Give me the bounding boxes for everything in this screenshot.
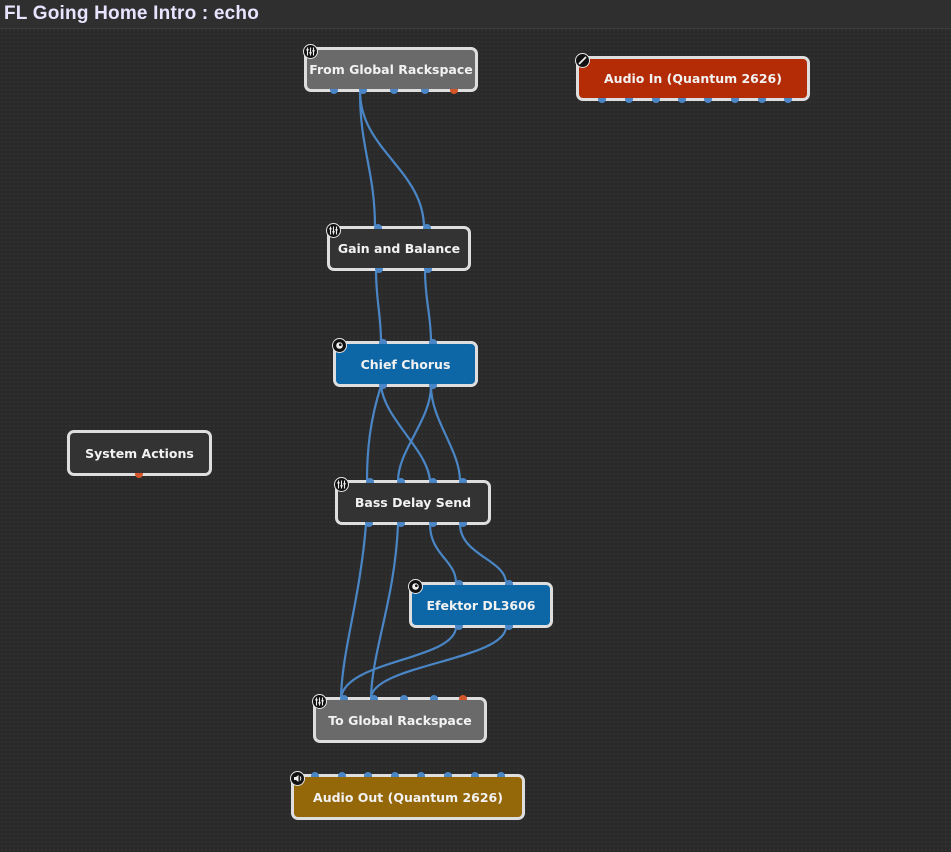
audio-input-port[interactable]: [400, 695, 408, 700]
audio-output-port[interactable]: [330, 89, 338, 94]
node-to-global-rackspace[interactable]: To Global Rackspace: [312, 694, 487, 743]
audio-output-port[interactable]: [421, 89, 429, 94]
node-audio-in[interactable]: Audio In (Quantum 2626): [575, 53, 810, 103]
audio-input-port[interactable]: [417, 772, 425, 777]
midi-output-port[interactable]: [450, 89, 458, 94]
audio-output-port[interactable]: [625, 98, 633, 103]
node-chief-chorus[interactable]: Chief Chorus: [332, 338, 478, 389]
audio-input-port[interactable]: [370, 695, 378, 700]
sliders-icon: [334, 477, 349, 492]
sliders-icon: [326, 223, 341, 238]
audio-input-port[interactable]: [497, 772, 505, 777]
node-label: To Global Rackspace: [328, 712, 472, 728]
wire[interactable]: [374, 269, 383, 343]
audio-input-port[interactable]: [459, 478, 467, 483]
wire[interactable]: [365, 385, 383, 482]
audio-output-port[interactable]: [784, 98, 792, 103]
node-label: From Global Rackspace: [309, 62, 473, 77]
node-label: Gain and Balance: [337, 241, 461, 256]
audio-output-port[interactable]: [505, 625, 513, 630]
node-system-actions[interactable]: System Actions: [67, 430, 212, 478]
audio-output-port[interactable]: [429, 384, 437, 389]
midi-output-port[interactable]: [135, 473, 143, 478]
wire[interactable]: [429, 385, 462, 482]
audio-output-port[interactable]: [678, 98, 686, 103]
node-from-global-rackspace[interactable]: From Global Rackspace: [303, 44, 478, 94]
audio-input-port[interactable]: [374, 224, 382, 229]
wire[interactable]: [428, 523, 458, 584]
node-label: Bass Delay Send: [354, 495, 472, 510]
audio-output-port[interactable]: [731, 98, 739, 103]
sliders-icon: [303, 44, 318, 59]
window-title: FL Going Home Intro : echo: [4, 3, 260, 24]
audio-input-port[interactable]: [397, 478, 405, 483]
audio-input-port[interactable]: [340, 695, 348, 700]
wire[interactable]: [358, 90, 377, 229]
node-label: Chief Chorus: [360, 356, 451, 372]
audio-input-icon: [575, 53, 590, 68]
audio-output-port[interactable]: [390, 89, 398, 94]
audio-output-port[interactable]: [375, 268, 383, 273]
node-label: System Actions: [85, 445, 194, 461]
audio-output-port[interactable]: [459, 522, 467, 527]
audio-output-port[interactable]: [758, 98, 766, 103]
node-label: Audio Out (Quantum 2626): [313, 789, 503, 805]
audio-output-port[interactable]: [455, 625, 463, 630]
wire[interactable]: [369, 626, 508, 699]
audio-input-port[interactable]: [429, 339, 437, 344]
audio-input-port[interactable]: [379, 339, 387, 344]
audio-output-port[interactable]: [424, 268, 432, 273]
audio-output-port[interactable]: [397, 522, 405, 527]
audio-output-port[interactable]: [365, 522, 373, 527]
audio-input-port[interactable]: [429, 478, 437, 483]
audio-input-port[interactable]: [444, 772, 452, 777]
audio-input-port[interactable]: [338, 772, 346, 777]
audio-input-port[interactable]: [311, 772, 319, 777]
audio-output-port[interactable]: [598, 98, 606, 103]
wire[interactable]: [369, 523, 400, 699]
audio-output-port[interactable]: [652, 98, 660, 103]
plugin-icon: [332, 338, 347, 353]
audio-output-port[interactable]: [379, 384, 387, 389]
audio-output-icon: [290, 771, 305, 786]
node-label: Efektor DL3606: [426, 597, 536, 613]
wire[interactable]: [379, 385, 432, 482]
sliders-icon: [312, 694, 327, 709]
audio-input-port[interactable]: [364, 772, 372, 777]
audio-output-port[interactable]: [429, 522, 437, 527]
wire[interactable]: [358, 90, 426, 229]
audio-input-port[interactable]: [455, 580, 463, 585]
wire[interactable]: [458, 523, 508, 584]
node-label: Audio In (Quantum 2626): [604, 71, 782, 86]
audio-input-port[interactable]: [471, 772, 479, 777]
audio-output-port[interactable]: [704, 98, 712, 103]
wire[interactable]: [423, 269, 433, 343]
plugin-icon: [408, 579, 423, 594]
audio-input-port[interactable]: [430, 695, 438, 700]
node-audio-out[interactable]: Audio Out (Quantum 2626): [290, 771, 525, 820]
wire[interactable]: [339, 523, 368, 699]
audio-input-port[interactable]: [423, 224, 431, 229]
title-bar: FL Going Home Intro : echo: [0, 0, 951, 29]
wire[interactable]: [396, 385, 433, 482]
audio-output-port[interactable]: [359, 89, 367, 94]
node-efektor-dl3606[interactable]: Efektor DL3606: [408, 579, 553, 630]
node-gain-and-balance[interactable]: Gain and Balance: [326, 223, 471, 273]
audio-input-port[interactable]: [505, 580, 513, 585]
node-bass-delay-send[interactable]: Bass Delay Send: [334, 477, 491, 527]
wire[interactable]: [339, 626, 458, 699]
audio-input-port[interactable]: [366, 478, 374, 483]
midi-input-port[interactable]: [459, 695, 467, 700]
audio-input-port[interactable]: [391, 772, 399, 777]
